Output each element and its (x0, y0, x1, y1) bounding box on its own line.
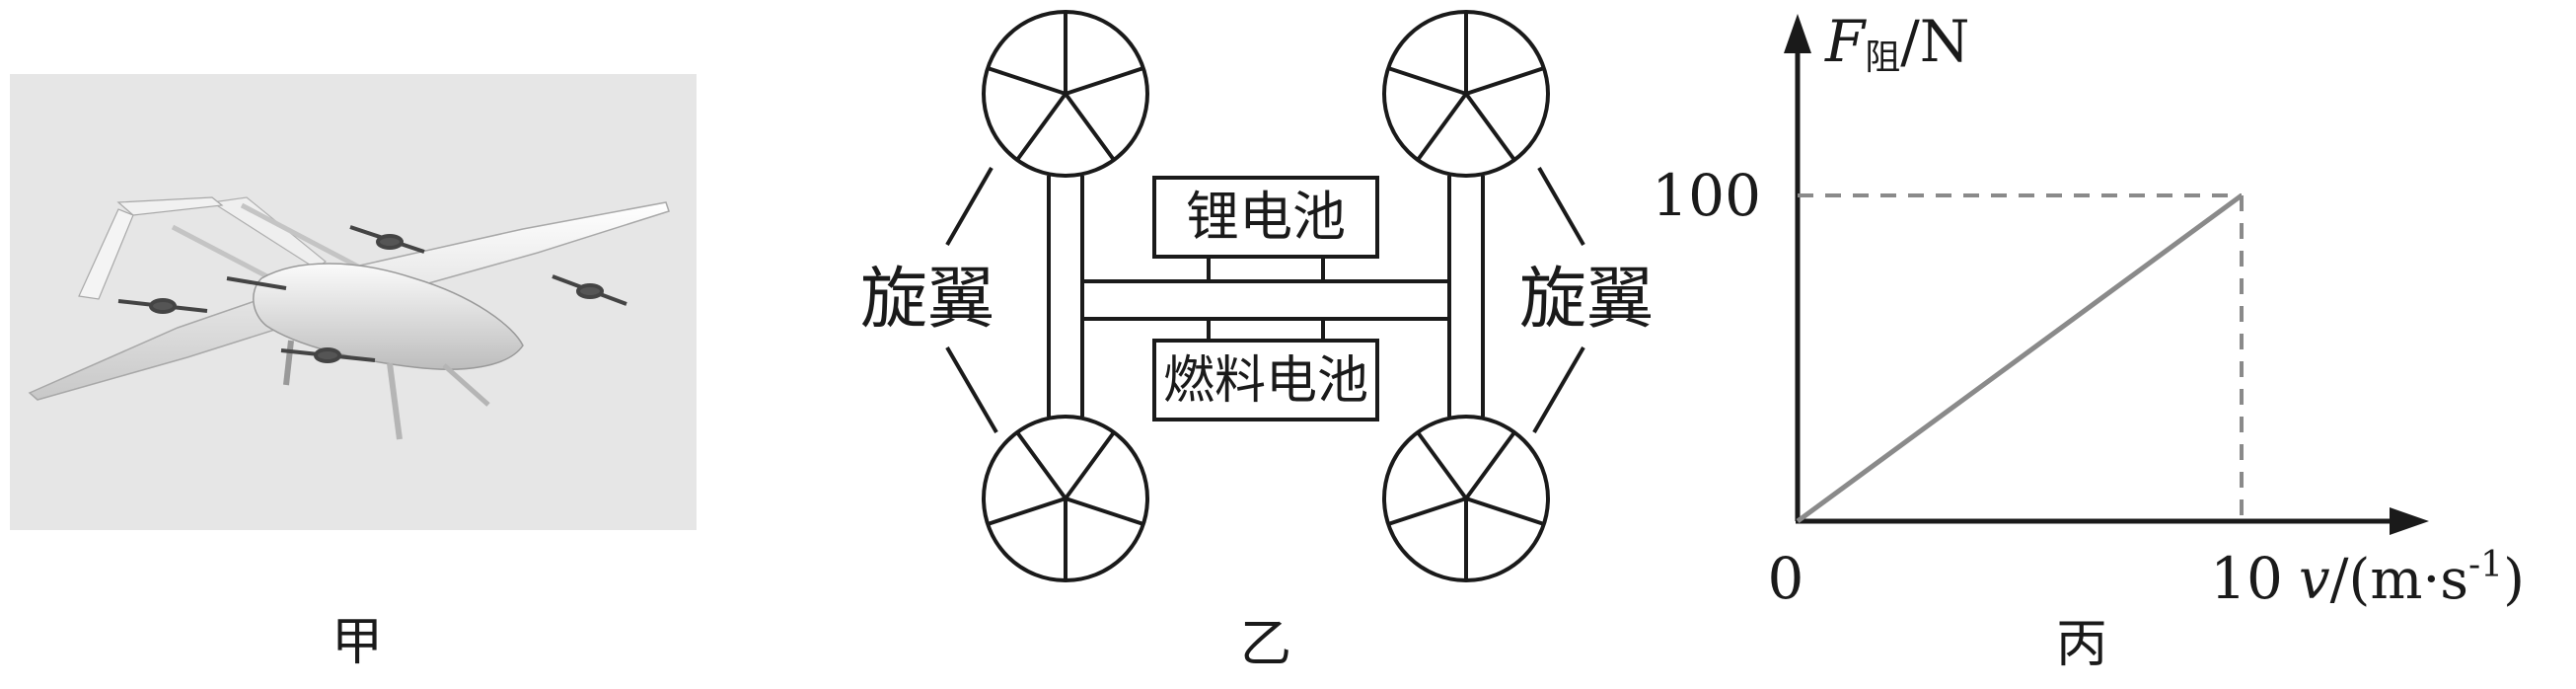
rotor-top-left (982, 10, 1149, 178)
right-arm (1447, 176, 1485, 417)
y-axis-unit: /N (1900, 8, 1969, 75)
x-axis-symbol: v (2299, 548, 2330, 612)
graph-caption: 丙 (2056, 615, 2107, 674)
cross-beam (1082, 279, 1449, 321)
rotor-bottom-left (982, 415, 1149, 582)
battery-label: 锂电池 (1186, 186, 1346, 248)
photo-caption: 甲 (331, 613, 383, 672)
battery-box (1152, 176, 1379, 259)
graph-panel: F阻/N v/(m·s-1) 0 100 10 丙 (1652, 8, 2525, 674)
y-axis-subscript: 阻 (1865, 38, 1900, 78)
x-axis-unit-suffix: ) (2503, 548, 2525, 612)
fuel-cell-label: 燃料电池 (1163, 351, 1368, 411)
y-axis-title: F阻/N (1824, 8, 1970, 78)
schematic-caption: 乙 (1240, 615, 1291, 674)
rotor-label-right: 旋翼 (1519, 261, 1654, 339)
leader-line-left-top (945, 167, 994, 246)
drone-image (28, 196, 670, 440)
y-tick-label: 100 (1652, 162, 1761, 229)
photo-panel: 甲 (10, 74, 697, 672)
rotor-top-right (1382, 10, 1550, 178)
leader-line-right-bottom (1532, 345, 1585, 434)
y-axis-arrow-icon (1784, 14, 1811, 53)
x-axis-title: v/(m·s-1) (2299, 545, 2525, 612)
x-axis-unit-prefix: /(m·s (2330, 548, 2468, 612)
x-axis-arrow-icon (2390, 507, 2429, 535)
leader-line-right-top (1537, 167, 1585, 246)
leader-line-left-bottom (945, 345, 998, 434)
left-arm (1047, 176, 1084, 417)
rotor-bottom-right (1382, 415, 1550, 582)
x-tick-label: 10 (2210, 545, 2283, 612)
schematic-panel (945, 10, 1585, 582)
y-axis-symbol: F (1824, 8, 1867, 75)
rotor-label-left: 旋翼 (860, 261, 994, 339)
schematic-labels: 锂电池 燃料电池 旋翼 旋翼 乙 (860, 186, 1654, 674)
data-line (1796, 192, 2244, 524)
x-axis-unit-exponent: -1 (2468, 545, 2503, 585)
origin-label: 0 (1768, 545, 1804, 612)
fuel-cell-box (1152, 339, 1379, 421)
